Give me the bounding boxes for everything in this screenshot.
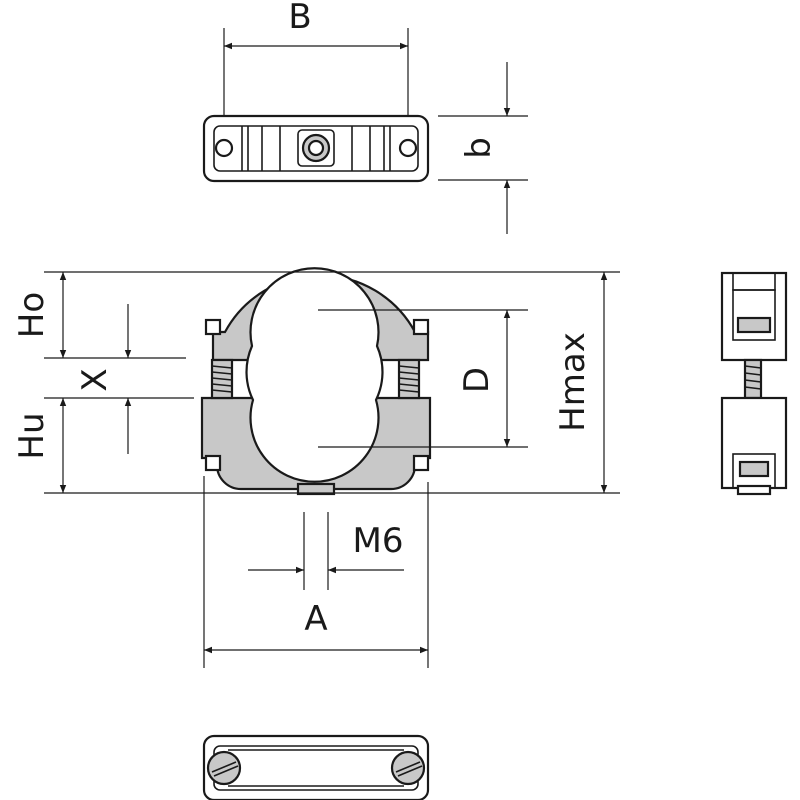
- label-D: D: [457, 367, 497, 393]
- dimension-M6: M6: [248, 512, 404, 590]
- label-b: b: [459, 137, 499, 159]
- label-Ho: Ho: [12, 292, 52, 338]
- bottom-view: [202, 734, 430, 800]
- label-Hmax: Hmax: [553, 332, 593, 432]
- dimension-A: A: [203, 476, 429, 668]
- dimension-D: D: [318, 309, 528, 448]
- dimension-b: b: [438, 62, 528, 234]
- label-B: B: [288, 0, 311, 37]
- label-M6: M6: [353, 521, 404, 561]
- side-view: [720, 271, 788, 496]
- dimension-left: Ho X Hu: [12, 271, 620, 494]
- label-A: A: [304, 599, 327, 639]
- dimension-B: B: [223, 0, 409, 116]
- dimension-Hmax: Hmax: [553, 272, 608, 493]
- label-Hu: Hu: [12, 412, 52, 459]
- front-view: [200, 267, 432, 496]
- label-X: X: [75, 368, 115, 391]
- top-view: [202, 114, 430, 183]
